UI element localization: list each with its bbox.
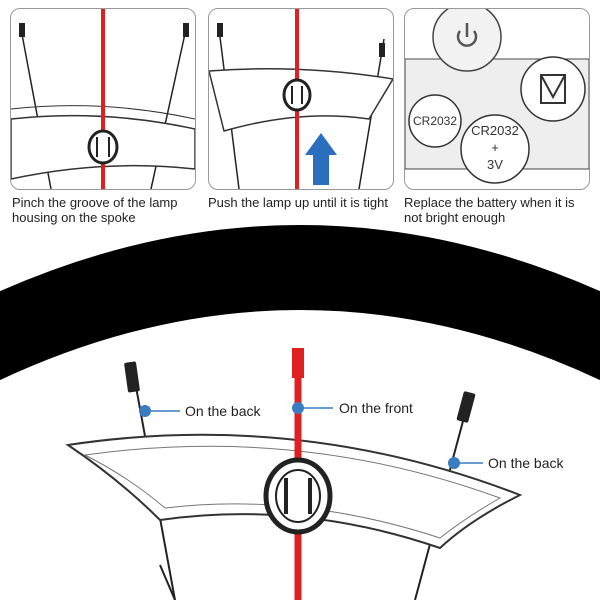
step1-illustration xyxy=(11,9,195,189)
power-icon xyxy=(456,30,478,47)
step2-illustration xyxy=(209,9,393,189)
battery-label: CR2032 xyxy=(471,123,519,138)
step3-caption: Replace the battery when it is not brigh… xyxy=(404,195,575,225)
callout-back-left: On the back xyxy=(185,403,261,419)
battery-label: 3V xyxy=(487,157,503,172)
callout-dot xyxy=(292,402,304,414)
step2-panel xyxy=(208,8,394,190)
callout-dot xyxy=(139,405,151,417)
step3-illustration: CR2032 CR2032 + 3V xyxy=(405,9,589,184)
step1-panel xyxy=(10,8,196,190)
battery-label: + xyxy=(491,140,499,155)
callout-back-right: On the back xyxy=(488,455,564,471)
step2-caption: Push the lamp up until it is tight xyxy=(208,195,388,210)
step3-panel: CR2032 CR2032 + 3V xyxy=(404,8,590,190)
battery-label: CR2032 xyxy=(413,114,457,128)
battery-logo-icon xyxy=(540,74,566,104)
up-arrow-icon xyxy=(305,133,337,185)
step1-caption: Pinch the groove of the lamp housing on … xyxy=(12,195,178,225)
callout-front: On the front xyxy=(339,400,413,416)
callout-dot xyxy=(448,457,460,469)
